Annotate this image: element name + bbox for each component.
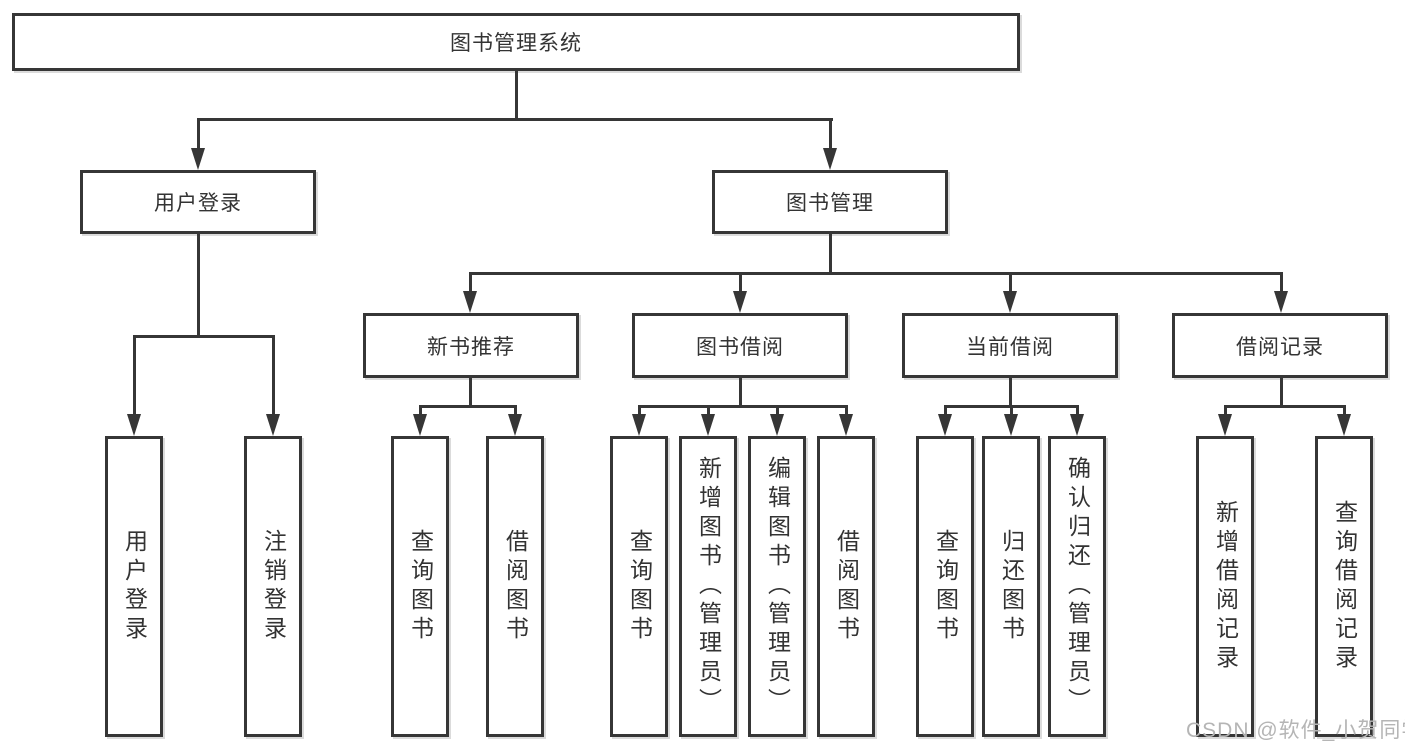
connector-book-borrow-rail <box>638 405 848 408</box>
connector-drop-leaf <box>1076 405 1079 414</box>
leaf-label: 借阅图书 <box>833 528 860 645</box>
leaf-return-books: 归还图书 <box>982 436 1040 737</box>
connector-drop-leaf <box>1343 405 1346 414</box>
leaf-label: 查询借阅记录 <box>1331 499 1358 674</box>
leaf-edit-books-admin: 编辑图书（管理员） <box>748 436 806 737</box>
leaf-label: 借阅图书 <box>502 528 529 645</box>
connector-drop-leaf <box>514 405 517 414</box>
node-label: 新书推荐 <box>427 335 515 359</box>
node-label: 图书借阅 <box>696 335 784 359</box>
node-label: 借阅记录 <box>1236 335 1324 359</box>
leaf-label: 归还图书 <box>998 528 1025 645</box>
arrow-down-icon <box>823 148 837 170</box>
arrow-down-icon <box>191 148 205 170</box>
connector-book-borrow-stem <box>739 378 742 405</box>
arrow-down-icon <box>1218 414 1232 436</box>
connector-drop-book-management <box>829 118 832 150</box>
leaf-confirm-return-admin: 确认归还（管理员） <box>1048 436 1106 737</box>
node-book-management: 图书管理 <box>712 170 948 234</box>
connector-drop-leaf <box>1224 405 1227 414</box>
node-library-management-system: 图书管理系统 <box>12 13 1020 71</box>
connector-drop-user-login <box>197 118 200 150</box>
arrow-down-icon <box>938 414 952 436</box>
arrow-down-icon <box>632 414 646 436</box>
connector-current-borrow-stem <box>1009 378 1012 405</box>
leaf-label: 用户登录 <box>121 528 148 645</box>
leaf-borrow-books: 借阅图书 <box>817 436 875 737</box>
leaf-query-books-recommend: 查询图书 <box>391 436 449 737</box>
arrow-down-icon <box>1337 414 1351 436</box>
leaf-query-borrow-record: 查询借阅记录 <box>1315 436 1373 737</box>
leaf-add-books-admin: 新增图书（管理员） <box>679 436 737 737</box>
connector-drop-leaf <box>272 335 275 414</box>
connector-borrow-records-rail <box>1224 405 1346 408</box>
connector-drop-leaf <box>419 405 422 414</box>
leaf-label: 编辑图书（管理员） <box>764 456 791 717</box>
leaf-user-login: 用户登录 <box>105 436 163 737</box>
arrow-down-icon <box>1004 414 1018 436</box>
leaf-label: 查询图书 <box>407 528 434 645</box>
arrow-down-icon <box>1070 414 1084 436</box>
connector-drop-leaf <box>1010 405 1013 414</box>
connector-user-login-rail <box>133 335 274 338</box>
leaf-label: 查询图书 <box>932 528 959 645</box>
connector-drop-book-borrow <box>739 272 742 291</box>
connector-root-rail <box>197 118 833 121</box>
arrow-down-icon <box>463 291 477 313</box>
leaf-logout: 注销登录 <box>244 436 302 737</box>
leaf-label: 注销登录 <box>260 528 287 645</box>
connector-borrow-records-stem <box>1280 378 1283 405</box>
leaf-label: 新增借阅记录 <box>1212 499 1239 674</box>
node-label: 图书管理系统 <box>450 32 582 55</box>
arrow-down-icon <box>770 414 784 436</box>
node-user-login: 用户登录 <box>80 170 316 234</box>
node-new-book-recommendation: 新书推荐 <box>363 313 579 378</box>
csdn-watermark: CSDN @软件_小贺同学 <box>1186 719 1405 742</box>
arrow-down-icon <box>508 414 522 436</box>
arrow-down-icon <box>701 414 715 436</box>
node-label: 用户登录 <box>154 192 242 215</box>
arrow-down-icon <box>1003 291 1017 313</box>
connector-drop-new-book <box>469 272 472 291</box>
leaf-label: 查询图书 <box>626 528 653 645</box>
connector-drop-leaf <box>845 405 848 414</box>
node-book-borrowing: 图书借阅 <box>632 313 848 378</box>
connector-book-management-stem <box>829 234 832 272</box>
connector-drop-leaf <box>776 405 779 414</box>
connector-new-book-rail <box>419 405 517 408</box>
arrow-down-icon <box>266 414 280 436</box>
connector-drop-borrow-records <box>1280 272 1283 291</box>
connector-drop-leaf <box>133 335 136 414</box>
connector-user-login-stem <box>197 234 200 335</box>
leaf-add-borrow-record: 新增借阅记录 <box>1196 436 1254 737</box>
node-label: 图书管理 <box>786 192 874 215</box>
node-label: 当前借阅 <box>966 335 1054 359</box>
connector-new-book-stem <box>469 378 472 405</box>
connector-book-management-rail <box>469 272 1283 275</box>
arrow-down-icon <box>413 414 427 436</box>
connector-drop-leaf <box>707 405 710 414</box>
connector-drop-leaf <box>638 405 641 414</box>
arrow-down-icon <box>1274 291 1288 313</box>
connector-drop-leaf <box>944 405 947 414</box>
connector-drop-current-borrow <box>1009 272 1012 291</box>
arrow-down-icon <box>127 414 141 436</box>
node-borrowing-records: 借阅记录 <box>1172 313 1388 378</box>
leaf-query-books-current: 查询图书 <box>916 436 974 737</box>
leaf-label: 确认归还（管理员） <box>1064 456 1091 717</box>
leaf-borrow-books-recommend: 借阅图书 <box>486 436 544 737</box>
node-current-borrowing: 当前借阅 <box>902 313 1118 378</box>
connector-root-stem <box>515 70 518 118</box>
leaf-label: 新增图书（管理员） <box>695 456 722 717</box>
leaf-query-books-borrow: 查询图书 <box>610 436 668 737</box>
arrow-down-icon <box>733 291 747 313</box>
arrow-down-icon <box>839 414 853 436</box>
